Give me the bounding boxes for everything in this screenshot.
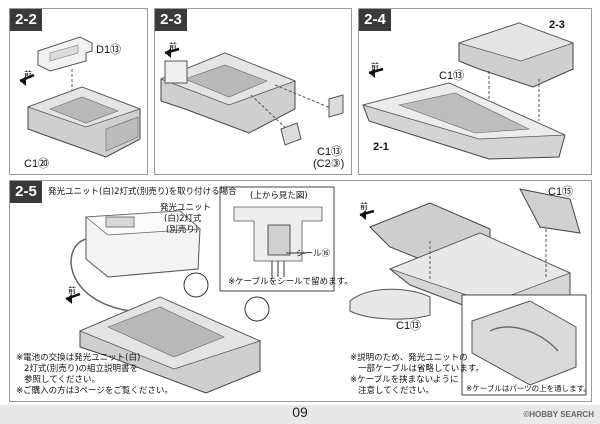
seal-label: シール⑯: [296, 249, 331, 259]
unit-label-3: (別売り): [166, 225, 199, 235]
unit-label-1: 発光ユニット: [160, 203, 212, 213]
step-ref-2-1: 2-1: [373, 141, 389, 153]
inset-title: (上から見た図): [250, 191, 308, 201]
front-label-left: 前: [68, 286, 76, 295]
step-2-4-illustration: [361, 22, 575, 160]
right-note-1: ※説明のため、発光ユニットの: [350, 353, 468, 363]
front-label: 前: [371, 62, 379, 71]
right-note-3: ※ケーブルを挟まないように: [350, 375, 459, 385]
front-label: 前: [169, 42, 177, 51]
part-label-d1: D1⑬: [96, 44, 122, 56]
step-number: 2-2: [10, 9, 42, 31]
part-label-c1-bottom: C1⑬: [396, 320, 422, 332]
part-label-c1: C1⑳: [24, 158, 50, 170]
step-2-3-illustration: [159, 47, 344, 146]
inset-note: ※ケーブルをシールで留めます。: [228, 277, 353, 287]
footer-band: [0, 405, 600, 424]
step-number: 2-4: [359, 9, 391, 31]
right-note-2: 一部ケーブルは省略しています。: [358, 364, 484, 374]
bottom-note-2: 2灯式(別売り)の組立説明書を: [24, 364, 139, 374]
step-2-5-illustration: [65, 186, 587, 396]
part-label-c1-top: C1⑮: [548, 186, 574, 198]
step-number: 2-3: [155, 9, 187, 31]
step-ref-2-3: 2-3: [549, 19, 565, 31]
step-2-3-panel: 2-3 C1⑬ (C2③) 前: [154, 8, 352, 175]
unit-label-2: (白)2灯式: [164, 214, 202, 224]
bottom-note-4: ※ご購入の方は3ページをご覧ください。: [16, 386, 173, 396]
front-label: 前: [24, 70, 32, 79]
part-label-c1: C1⑬: [317, 146, 343, 158]
watermark: ©HOBBY SEARCH: [523, 410, 594, 419]
step-2-5-panel: 2-5 発光ユニット(白: [9, 180, 592, 402]
part-label-c1: C1⑬: [439, 70, 465, 82]
part-label-c2: (C2③): [313, 158, 345, 170]
step-2-4-panel: 2-4 2-3 C1⑬ 2-1 前: [358, 8, 592, 175]
step-2-2-illustration: [19, 36, 142, 158]
front-label-right: 前: [360, 202, 368, 211]
right-note-4: 注意してください。: [358, 386, 434, 396]
header-note: 発光ユニット(白)2灯式(別売り)を取り付ける場合: [48, 187, 237, 197]
detail-note: ※ケーブルはパーツの上を通します。: [466, 384, 591, 393]
step-number: 2-5: [10, 181, 42, 203]
page-number: 09: [292, 404, 308, 420]
bottom-note-3: 参照してください。: [24, 375, 100, 385]
step-2-2-panel: 2-2 D1⑬ C1⑳ 前: [9, 8, 148, 175]
bottom-note-1: ※電池の交換は発光ユニット(白): [16, 353, 141, 363]
